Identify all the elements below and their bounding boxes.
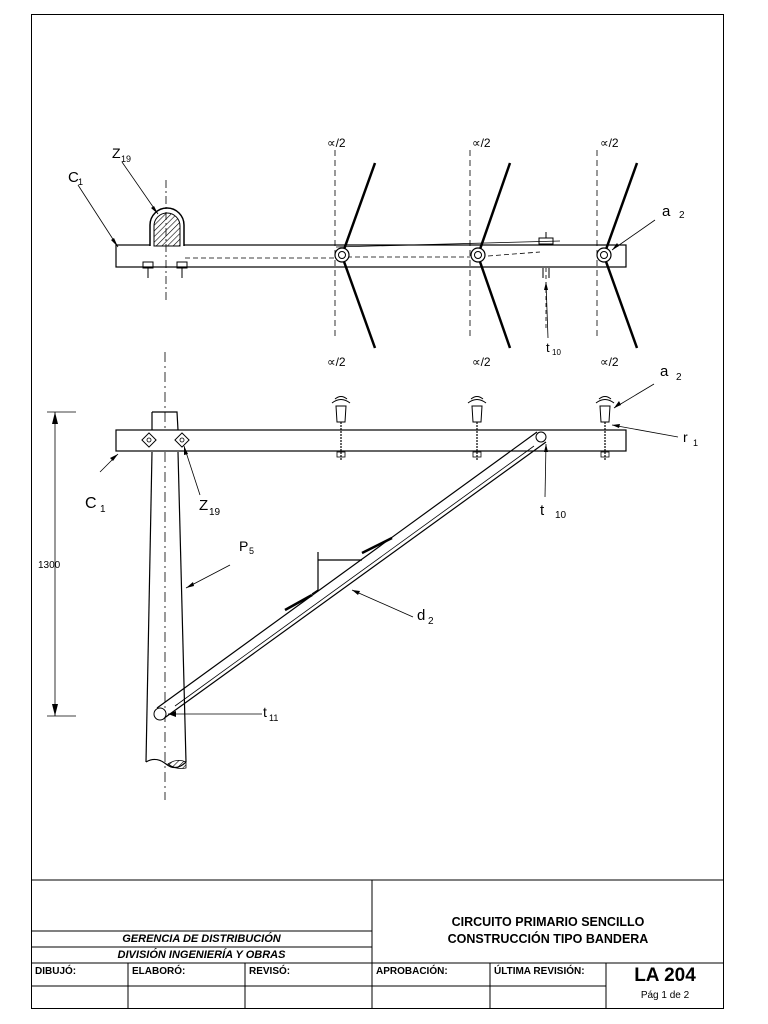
svg-text:d: d xyxy=(417,607,425,624)
drawing-title-line-2: CONSTRUCCIÓN TIPO BANDERA xyxy=(447,932,649,946)
svg-text:∝/2: ∝/2 xyxy=(472,355,491,369)
pole xyxy=(145,411,187,769)
plan-view xyxy=(77,150,656,349)
plan-labels: ∝/2 ∝/2 ∝/2 ∝/2 ∝/2 ∝/2 Z 19 C 1 a 2 t 1… xyxy=(68,136,685,369)
dibujo-header: DIBUJÓ: xyxy=(35,966,77,977)
insulator-elevation-3 xyxy=(595,396,615,460)
svg-text:a: a xyxy=(660,363,669,380)
svg-text:19: 19 xyxy=(209,507,221,518)
insulator-plan-3 xyxy=(596,150,639,349)
svg-text:∝/2: ∝/2 xyxy=(600,355,619,369)
org-line-2: DIVISIÓN INGENIERÍA Y OBRAS xyxy=(117,949,286,961)
svg-text:5: 5 xyxy=(249,546,254,556)
svg-text:10: 10 xyxy=(555,510,567,521)
svg-text:∝/2: ∝/2 xyxy=(327,136,346,150)
svg-text:P: P xyxy=(239,538,248,554)
brace-bolt-plan xyxy=(538,232,554,330)
svg-text:Z: Z xyxy=(199,497,208,514)
ultima-revision-header: ÚLTIMA REVISIÓN: xyxy=(494,966,585,977)
title-block-grid xyxy=(31,879,724,1009)
svg-text:t: t xyxy=(546,340,550,355)
insulator-elevation-1 xyxy=(331,396,351,460)
svg-text:2: 2 xyxy=(676,372,682,383)
crossarm-plan xyxy=(115,244,627,268)
title-block: GERENCIA DE DISTRIBUCIÓN DIVISIÓN INGENI… xyxy=(31,880,724,1009)
insulator-plan-2 xyxy=(469,150,512,349)
svg-text:a: a xyxy=(662,203,671,220)
svg-text:1: 1 xyxy=(78,177,83,187)
svg-text:r: r xyxy=(683,429,688,445)
svg-text:19: 19 xyxy=(121,154,131,164)
elaboro-header: ELABORÓ: xyxy=(132,966,186,977)
pole-bolts xyxy=(141,432,190,448)
svg-text:Z: Z xyxy=(112,145,121,161)
svg-text:t: t xyxy=(540,502,545,519)
dimension-1300 xyxy=(47,411,76,717)
drawing-code: LA 204 xyxy=(634,965,696,986)
svg-text:2: 2 xyxy=(428,616,434,627)
crossarm-elevation xyxy=(115,429,627,452)
svg-text:1300: 1300 xyxy=(38,560,61,571)
insulator-plan-1 xyxy=(334,150,377,349)
org-line-1: GERENCIA DE DISTRIBUCIÓN xyxy=(122,933,281,945)
brace xyxy=(153,431,547,721)
svg-text:2: 2 xyxy=(679,210,685,221)
svg-text:∝/2: ∝/2 xyxy=(327,355,346,369)
svg-text:∝/2: ∝/2 xyxy=(472,136,491,150)
svg-text:1: 1 xyxy=(100,504,106,515)
page-number: Pág 1 de 2 xyxy=(640,990,690,1001)
reviso-header: REVISÓ: xyxy=(249,966,291,977)
svg-text:t: t xyxy=(263,704,267,720)
svg-text:C: C xyxy=(68,169,79,186)
aprobacion-header: APROBACIÓN: xyxy=(376,966,448,977)
svg-text:11: 11 xyxy=(269,713,278,723)
drawing-title-line-1: CIRCUITO PRIMARIO SENCILLO xyxy=(451,915,645,929)
insulator-elevation-2 xyxy=(467,396,487,460)
pole-section xyxy=(142,180,188,300)
drawing-sheet xyxy=(31,14,724,1009)
svg-text:10: 10 xyxy=(552,348,561,357)
elevation-labels: a 2 r 1 C 1 Z 19 t 10 P 5 d 2 t 11 1300 xyxy=(38,363,698,723)
svg-text:C: C xyxy=(85,495,97,512)
svg-text:∝/2: ∝/2 xyxy=(600,136,619,150)
svg-text:1: 1 xyxy=(693,438,698,448)
elevation-view xyxy=(47,352,679,800)
